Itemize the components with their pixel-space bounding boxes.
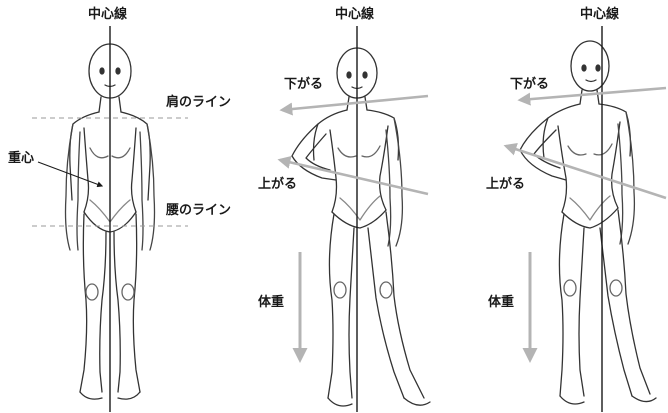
- panel-2-weight-label: 体重: [258, 296, 284, 309]
- panel-1-shoulder-line-label: 肩のライン: [166, 96, 231, 109]
- panel-3-shoulder-label: 下がる: [510, 78, 549, 91]
- panel-2-hip-label: 上がる: [258, 178, 297, 191]
- panel-3-hip-label: 上がる: [486, 178, 525, 191]
- panel-1-waist-line-label: 腰のライン: [166, 204, 231, 217]
- panel-1-center-line-label: 中心線: [88, 8, 127, 21]
- panel-2-center-line-label: 中心線: [335, 8, 374, 21]
- panel-3-weight-label: 体重: [488, 296, 514, 309]
- panel-2-hip-arrow: [280, 160, 428, 194]
- panel-3-center-line-label: 中心線: [580, 8, 619, 21]
- panel-2-shoulder-label: 下がる: [284, 78, 323, 91]
- panel-1-center-of-gravity-label: 重心: [8, 152, 34, 165]
